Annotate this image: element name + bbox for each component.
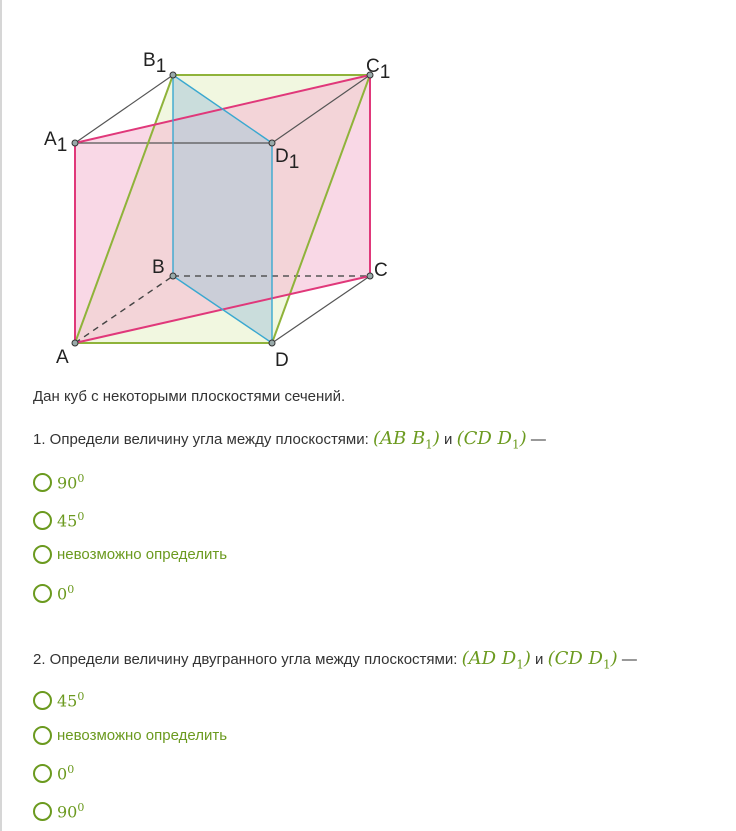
q1-option-impossible[interactable]: невозможно определить [33, 545, 227, 564]
q2-option-0[interactable]: 00 [33, 763, 74, 783]
q2-option-45[interactable]: 450 [33, 690, 84, 710]
q1-option-45[interactable]: 450 [33, 510, 84, 530]
radio-button[interactable] [33, 472, 52, 492]
label-D1: D1 [275, 146, 299, 173]
intro-text: Дан куб с некоторыми плоскостями сечений… [33, 388, 346, 405]
radio-button[interactable] [33, 690, 52, 710]
label-B: B [152, 257, 165, 278]
radio-button[interactable] [33, 726, 52, 745]
label-C: C [374, 260, 388, 281]
label-C1: C1 [366, 56, 390, 83]
q2-option-90[interactable]: 900 [33, 801, 84, 821]
question-2: 2. Определи величину двугранного угла ме… [33, 648, 637, 672]
q1-option-90[interactable]: 900 [33, 472, 84, 492]
q1-option-0[interactable]: 00 [33, 583, 74, 603]
radio-button[interactable] [33, 583, 52, 603]
radio-button[interactable] [33, 763, 52, 783]
left-border [0, 0, 2, 831]
label-A1: A1 [44, 129, 67, 156]
radio-button[interactable] [33, 510, 52, 530]
q2-option-impossible[interactable]: невозможно определить [33, 726, 227, 745]
label-A: A [56, 347, 69, 368]
radio-button[interactable] [33, 801, 52, 821]
question-1: 1. Определи величину угла между плоскост… [33, 428, 546, 452]
label-B1: B1 [143, 50, 166, 77]
label-D: D [275, 350, 289, 371]
cube-figure: A D B C A1 D1 B1 C1 [44, 50, 390, 371]
radio-button[interactable] [33, 545, 52, 564]
